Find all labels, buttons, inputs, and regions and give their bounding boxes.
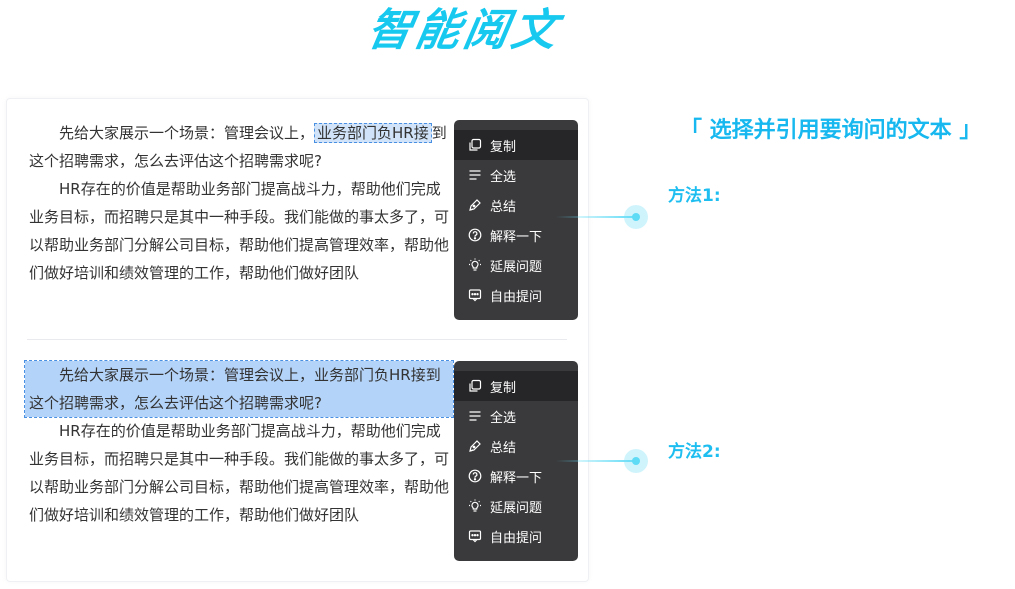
connector-line-stroke <box>556 216 636 218</box>
menu-item-select-all[interactable]: 全选 <box>454 160 578 190</box>
menu-item-extend[interactable]: 延展问题 <box>454 491 578 521</box>
bulb-icon <box>468 258 482 272</box>
menu-item-select-all[interactable]: 全选 <box>454 401 578 431</box>
menu-item-free-ask[interactable]: 自由提问 <box>454 280 578 310</box>
pen-icon <box>468 439 482 453</box>
menu-item-explain[interactable]: 解释一下 <box>454 461 578 491</box>
menu-item-label: 自由提问 <box>490 530 543 546</box>
menu-item-label: 解释一下 <box>490 470 543 486</box>
pen-icon <box>468 198 482 212</box>
select-all-icon <box>468 168 482 182</box>
menu-item-copy[interactable]: 复制 <box>454 371 578 401</box>
divider <box>27 339 567 340</box>
menu-item-extend[interactable]: 延展问题 <box>454 250 578 280</box>
chat-icon <box>468 529 482 543</box>
menu-item-summarize[interactable]: 总结 <box>454 431 578 461</box>
method-1-demo: 先给大家展示一个场景：管理会议上，业务部门负HR接到这个招聘需求，怎么去评估这个… <box>7 99 588 339</box>
menu-item-label: 延展问题 <box>490 500 543 516</box>
connector-dot <box>632 457 640 465</box>
menu-item-label: 自由提问 <box>490 289 543 305</box>
paragraph-1-prefix: 先给大家展示一个场景：管理会议上， <box>59 124 315 142</box>
connector-line <box>556 446 656 476</box>
menu-item-free-ask[interactable]: 自由提问 <box>454 521 578 551</box>
reading-card: 先给大家展示一个场景：管理会议上，业务部门负HR接到这个招聘需求，怎么去评估这个… <box>6 98 589 582</box>
menu-item-label: 复制 <box>490 380 517 396</box>
paragraph-1-suffix: 到这个招聘需求，怎么去评估这个招聘需求呢? <box>29 124 447 170</box>
connector-line <box>556 202 656 232</box>
connector-line-stroke <box>556 460 636 462</box>
section-header: 「 选择并引用要询问的文本 」 <box>680 118 982 143</box>
menu-item-copy[interactable]: 复制 <box>454 130 578 160</box>
menu-item-explain[interactable]: 解释一下 <box>454 220 578 250</box>
method-2-label: 方法2: <box>668 442 721 462</box>
menu-item-label: 解释一下 <box>490 229 543 245</box>
menu-item-label: 总结 <box>490 199 517 215</box>
context-menu: 复制 全选 总结 解释一下 延展问题 自由提问 <box>454 120 578 320</box>
connector-dot <box>632 213 640 221</box>
menu-item-summarize[interactable]: 总结 <box>454 190 578 220</box>
article-text[interactable]: 先给大家展示一个场景：管理会议上，业务部门负HR接到这个招聘需求，怎么去评估这个… <box>24 360 454 529</box>
paragraph-2[interactable]: HR存在的价值是帮助业务部门提高战斗力，帮助他们完成业务目标，而招聘只是其中一种… <box>29 422 450 524</box>
paragraph-2[interactable]: HR存在的价值是帮助业务部门提高战斗力，帮助他们完成业务目标，而招聘只是其中一种… <box>29 180 450 282</box>
copy-icon <box>468 379 482 393</box>
menu-item-label: 全选 <box>490 410 517 426</box>
chat-icon <box>468 288 482 302</box>
article-text[interactable]: 先给大家展示一个场景：管理会议上，业务部门负HR接到这个招聘需求，怎么去评估这个… <box>29 119 449 287</box>
select-all-icon <box>468 409 482 423</box>
menu-item-label: 复制 <box>490 139 517 155</box>
copy-icon <box>468 138 482 152</box>
question-icon <box>468 469 482 483</box>
selected-text[interactable]: 业务部门负HR接 <box>314 123 432 143</box>
page-title: 智能阅文 <box>363 5 565 56</box>
question-icon <box>468 228 482 242</box>
method-2-demo: 先给大家展示一个场景：管理会议上，业务部门负HR接到这个招聘需求，怎么去评估这个… <box>7 360 588 583</box>
paragraph-1[interactable]: 先给大家展示一个场景：管理会议上，业务部门负HR接到这个招聘需求，怎么去评估这个… <box>29 119 449 175</box>
selected-paragraph[interactable]: 先给大家展示一个场景：管理会议上，业务部门负HR接到这个招聘需求，怎么去评估这个… <box>24 360 454 418</box>
menu-item-label: 总结 <box>490 440 517 456</box>
menu-item-label: 全选 <box>490 169 517 185</box>
method-1-label: 方法1: <box>668 186 721 206</box>
bulb-icon <box>468 499 482 513</box>
menu-item-label: 延展问题 <box>490 259 543 275</box>
